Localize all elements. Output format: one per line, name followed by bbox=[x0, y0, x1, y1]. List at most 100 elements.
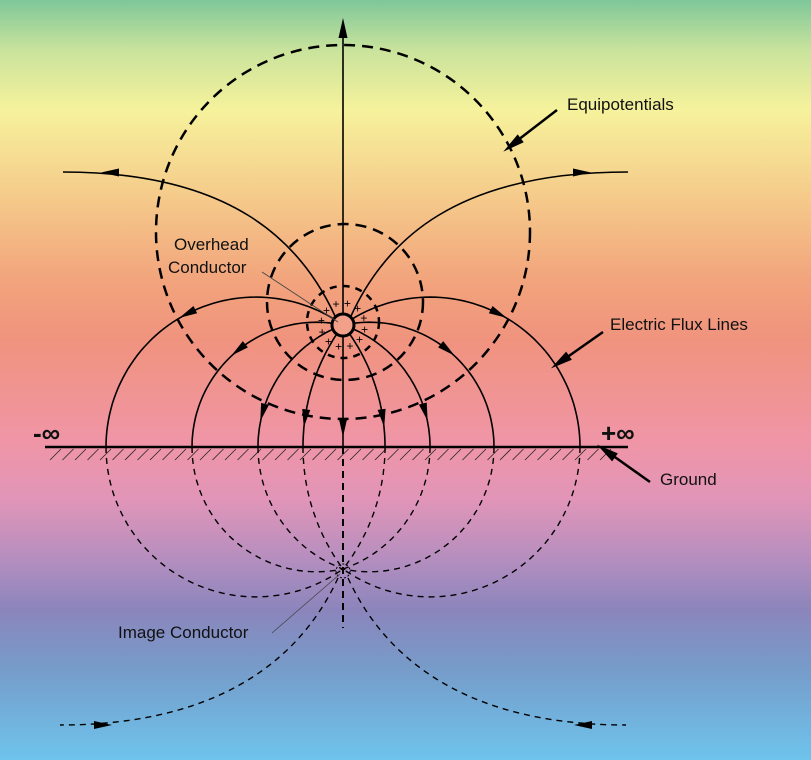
flux-lines-pointer bbox=[565, 330, 604, 360]
ground-hatch bbox=[562, 448, 574, 461]
overhead-conductor-leader bbox=[261, 271, 339, 323]
equipotentials-pointer-arrow bbox=[503, 134, 524, 152]
positive-charge-symbol: + bbox=[325, 335, 332, 349]
ground-hatch bbox=[87, 448, 99, 461]
ground-pointer-arrow bbox=[597, 444, 618, 462]
flux-arrow bbox=[179, 306, 198, 318]
ground-hatch bbox=[287, 448, 299, 461]
flux-arrow-right bbox=[573, 168, 591, 177]
image-flux-line bbox=[105, 446, 344, 598]
ground-hatch bbox=[412, 448, 424, 461]
image-line-right-infinity bbox=[347, 577, 627, 726]
positive-charge-symbol: + bbox=[323, 303, 330, 317]
ground-hatch bbox=[374, 448, 387, 461]
image-flux-line bbox=[342, 447, 386, 570]
positive-charge-symbol: + bbox=[335, 340, 342, 354]
image-arrow-left bbox=[94, 720, 112, 730]
image-flux-line bbox=[342, 446, 581, 598]
flux-arrow bbox=[302, 408, 311, 428]
ground-hatch bbox=[174, 448, 187, 461]
positive-charge-symbol: + bbox=[360, 311, 367, 325]
flux-arrow bbox=[488, 306, 507, 318]
flux-arrow bbox=[377, 408, 386, 428]
positive-charge-symbol: + bbox=[356, 333, 363, 347]
ground-hatch bbox=[237, 448, 249, 461]
ground-hatch bbox=[574, 448, 587, 461]
overhead-conductor-label-line2: Conductor bbox=[168, 258, 247, 277]
positive-charge-symbol: + bbox=[319, 325, 326, 339]
flux-line bbox=[257, 324, 344, 447]
image-conductor-label: Image Conductor bbox=[118, 623, 249, 642]
ground-hatch bbox=[49, 448, 62, 461]
ground-hatch bbox=[499, 448, 512, 461]
ground-hatch bbox=[424, 448, 437, 461]
flux-line-right-infinity bbox=[350, 171, 629, 317]
overhead-conductor bbox=[330, 312, 356, 338]
image-arrow-right bbox=[574, 720, 592, 730]
ground-hatch bbox=[274, 448, 287, 461]
flux-line bbox=[191, 321, 344, 448]
positive-charge-symbol: + bbox=[361, 322, 368, 336]
ground-hatch bbox=[149, 448, 162, 461]
electric-flux-lines-label: Electric Flux Lines bbox=[610, 315, 748, 334]
ground-hatch bbox=[224, 448, 237, 461]
equipotential-circle bbox=[265, 222, 425, 382]
ground-hatch bbox=[462, 448, 474, 461]
equipotentials-pointer bbox=[517, 109, 558, 141]
ground-hatch bbox=[212, 448, 224, 461]
ground-hatch bbox=[474, 448, 487, 461]
ground-hatch bbox=[524, 448, 537, 461]
ground-hatch bbox=[512, 448, 524, 461]
image-flux-line bbox=[342, 447, 431, 570]
positive-charge-symbol: + bbox=[332, 297, 339, 311]
ground-hatch bbox=[587, 448, 599, 461]
ground-hatch bbox=[362, 448, 374, 461]
flux-line bbox=[342, 324, 431, 447]
ground-hatch bbox=[249, 448, 262, 461]
flux-arrow bbox=[418, 402, 428, 421]
ground-hatch bbox=[324, 448, 337, 461]
ground-hatch bbox=[487, 448, 499, 461]
ground-hatch bbox=[312, 448, 324, 461]
flux-arrow bbox=[338, 419, 348, 437]
image-flux-line bbox=[302, 447, 344, 570]
image-flux-line bbox=[191, 446, 344, 573]
ground-hatch bbox=[537, 448, 549, 461]
plus-infinity-label: +∞ bbox=[601, 418, 635, 448]
ground-hatch bbox=[262, 448, 274, 461]
minus-infinity-label: -∞ bbox=[33, 418, 61, 448]
positive-charge-symbol: + bbox=[344, 296, 351, 310]
flux-arrow-left bbox=[101, 168, 119, 177]
flux-arrow bbox=[231, 341, 248, 356]
flux-line bbox=[105, 296, 344, 448]
flux-line-left-infinity bbox=[62, 171, 336, 317]
ground-hatch bbox=[199, 448, 212, 461]
flux-lines-pointer-arrow bbox=[550, 351, 572, 369]
ground-hatch bbox=[387, 448, 399, 461]
equipotentials-label: Equipotentials bbox=[567, 95, 674, 114]
ground-hatch bbox=[449, 448, 462, 461]
positive-charge-symbol: + bbox=[318, 314, 325, 328]
flux-line bbox=[342, 321, 495, 448]
flux-arrow bbox=[260, 402, 269, 422]
image-conductor bbox=[335, 563, 351, 579]
ground-hatch bbox=[299, 448, 312, 461]
ground-pointer bbox=[611, 453, 651, 484]
ground-hatch bbox=[162, 448, 174, 461]
image-conductor-leader bbox=[271, 573, 341, 634]
ground-hatch bbox=[187, 448, 199, 461]
ground-hatch bbox=[437, 448, 449, 461]
ground-hatch bbox=[62, 448, 74, 461]
up-arrow bbox=[338, 18, 348, 38]
overhead-conductor-label-line1: Overhead bbox=[174, 235, 249, 254]
image-flux-line bbox=[342, 446, 495, 573]
ground-label: Ground bbox=[660, 470, 717, 489]
positive-charge-symbol: + bbox=[354, 302, 361, 316]
image-line-left-infinity bbox=[59, 577, 339, 726]
ground-hatch bbox=[112, 448, 124, 461]
image-flux-line bbox=[257, 447, 344, 570]
positive-charge-symbol: + bbox=[346, 339, 353, 353]
ground-hatch bbox=[399, 448, 412, 461]
ground-hatch bbox=[349, 448, 362, 461]
